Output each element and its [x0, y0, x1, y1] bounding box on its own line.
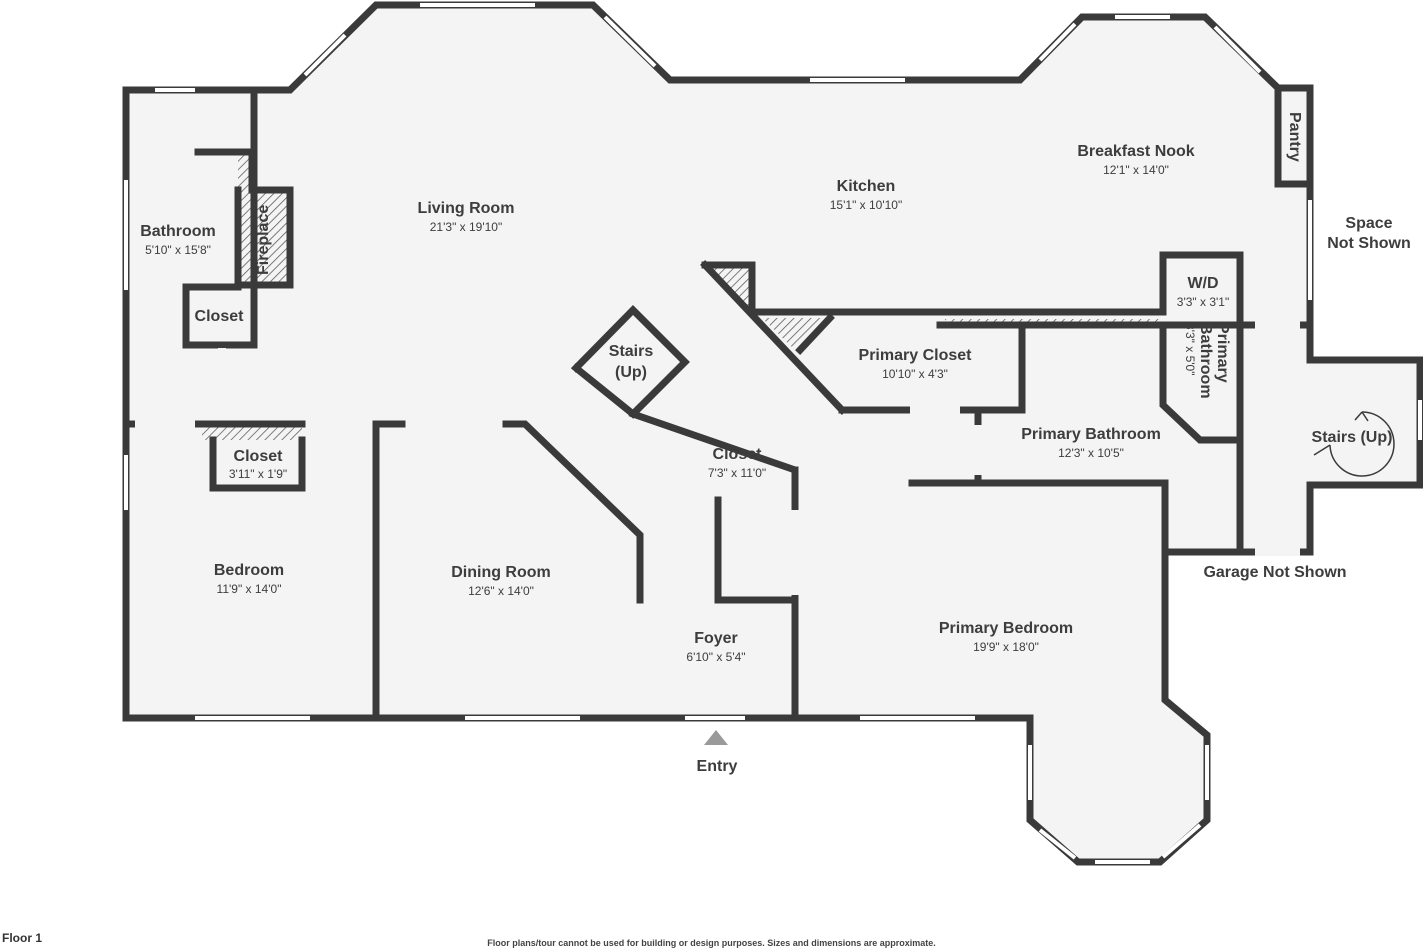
stairs-closet-name: Closet	[713, 446, 763, 463]
living-room-dims: 21'3" x 19'10"	[430, 220, 503, 234]
wd-name: W/D	[1187, 275, 1218, 292]
dining-room-dims: 12'6" x 14'0"	[468, 584, 534, 598]
primary-bathroom-dims: 12'3" x 10'5"	[1058, 446, 1124, 460]
space-not-shown-2: Not Shown	[1327, 235, 1411, 252]
primary-bedroom-name: Primary Bedroom	[939, 620, 1073, 637]
pantry-name: Pantry	[1286, 112, 1303, 162]
fireplace-label: Fireplace	[255, 205, 272, 275]
disclaimer: Floor plans/tour cannot be used for buil…	[487, 938, 936, 948]
primary-closet-name: Primary Closet	[859, 347, 973, 364]
closet-hall-name: Closet	[195, 308, 245, 325]
room-labels: Living Room 21'3" x 19'10" Kitchen 15'1"…	[140, 112, 1411, 775]
breakfast-nook-dims: 12'1" x 14'0"	[1103, 163, 1169, 177]
bedroom-closet-dims: 3'11" x 1'9"	[229, 467, 287, 481]
primary-bathroom-small-line1: Primary	[1214, 323, 1231, 383]
wd-dims: 3'3" x 3'1"	[1177, 295, 1229, 309]
bedroom-name: Bedroom	[214, 562, 284, 579]
stairs-up-right-label: Stairs (Up)	[1312, 429, 1393, 446]
bedroom-dims: 11'9" x 14'0"	[217, 582, 282, 596]
bedroom-closet-name: Closet	[234, 448, 284, 465]
entry-label: Entry	[697, 758, 738, 775]
windows	[124, 3, 1422, 864]
primary-bathroom-small-dims: 3'3" x 5'0"	[1183, 323, 1197, 375]
floor-fill	[126, 5, 1420, 862]
bathroom-dims: 5'10" x 15'8"	[145, 243, 211, 257]
stairs-up-label-1: Stairs	[609, 343, 654, 360]
doorways	[135, 321, 1300, 595]
dining-room-name: Dining Room	[451, 564, 551, 581]
foyer-name: Foyer	[694, 630, 738, 647]
stairs-closet-dims: 7'3" x 11'0"	[708, 466, 766, 480]
primary-bathroom-small-line2: Bathroom	[1197, 323, 1214, 399]
bathroom-name: Bathroom	[140, 223, 216, 240]
garage-not-shown-label: Garage Not Shown	[1203, 564, 1346, 581]
stairs-up-label-2: (Up)	[615, 364, 647, 381]
breakfast-nook-name: Breakfast Nook	[1077, 143, 1194, 160]
living-room-name: Living Room	[418, 200, 515, 217]
primary-bathroom-name: Primary Bathroom	[1021, 426, 1161, 443]
foyer-dims: 6'10" x 5'4"	[686, 650, 745, 664]
kitchen-name: Kitchen	[837, 178, 896, 195]
stairs-up-arrow-icon	[1313, 411, 1395, 477]
floor-label: Floor 1	[2, 931, 43, 945]
entry-arrow-icon	[704, 730, 728, 745]
primary-bedroom-dims: 19'9" x 18'0"	[973, 640, 1039, 654]
kitchen-dims: 15'1" x 10'10"	[830, 198, 903, 212]
primary-closet-dims: 10'10" x 4'3"	[882, 367, 948, 381]
space-not-shown-1: Space	[1345, 215, 1392, 232]
